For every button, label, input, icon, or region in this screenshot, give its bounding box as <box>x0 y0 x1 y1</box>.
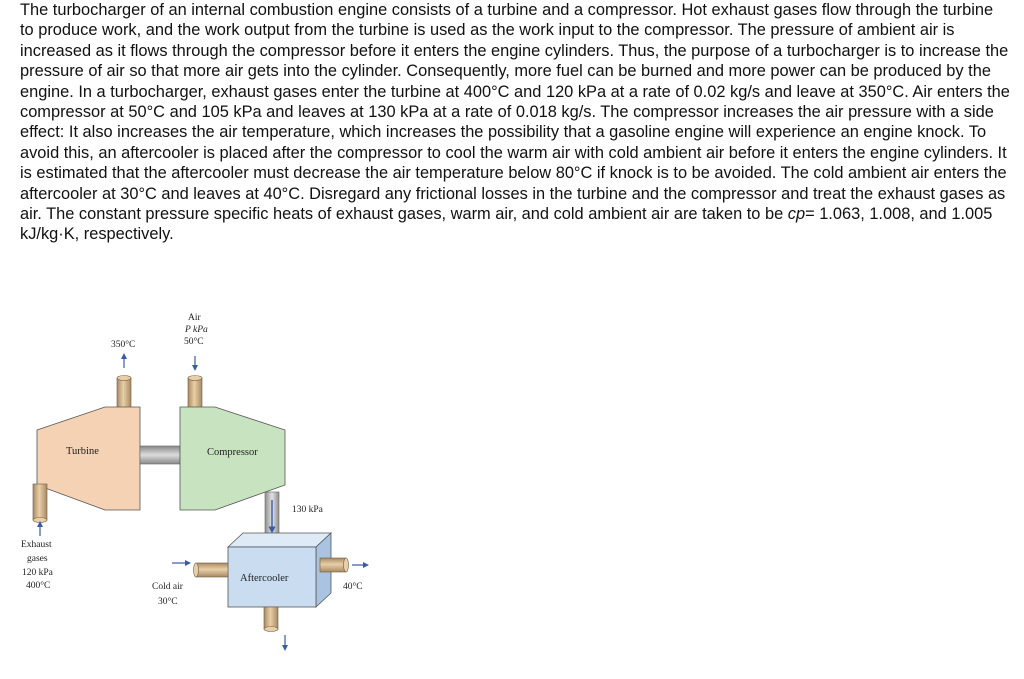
aftercooler-label: Aftercooler <box>240 573 289 584</box>
cold-air-label: Cold air <box>152 582 184 592</box>
air-inlet-temp: 50°C <box>184 336 204 347</box>
aftercooler-exit-pipe <box>263 606 279 632</box>
turbine-label: Turbine <box>66 446 99 457</box>
cold-air-temp: 30°C <box>158 596 178 607</box>
shaft <box>139 445 181 465</box>
problem-text: The turbocharger of an internal combusti… <box>20 1 1010 224</box>
problem-text-tail: = 1.063, 1.008, and 1.005 kJ/kg·K, respe… <box>20 205 993 244</box>
turbine-body <box>36 406 141 511</box>
turbocharger-diagram: Turbine Compressor Aftercooler 350°C Air… <box>21 313 369 651</box>
exhaust-pressure: 120 kPa <box>22 568 54 578</box>
cold-air-exit-pipe <box>319 557 349 573</box>
exhaust-inlet-pipe <box>32 483 48 523</box>
compressor-body <box>179 406 286 511</box>
turbine-exit-temp: 350°C <box>111 339 135 350</box>
aftercooler <box>226 532 333 608</box>
air-inlet-label: Air <box>188 313 202 323</box>
compressor-label: Compressor <box>207 447 258 458</box>
turbine-exit-pipe <box>116 375 132 409</box>
compressor-exit-pressure: 130 kPa <box>292 505 324 515</box>
air-inlet-pressure: P kPa <box>184 325 208 335</box>
cp-symbol: cp <box>787 205 806 224</box>
cold-air-inlet-pipe <box>193 562 229 578</box>
exhaust-temp: 400°C <box>26 580 50 591</box>
exhaust-label-gases: gases <box>27 554 48 564</box>
cold-air-exit-temp: 40°C <box>343 581 363 592</box>
compressor-inlet-pipe <box>187 375 203 409</box>
exhaust-label: Exhaust <box>21 540 52 550</box>
problem-statement: The turbocharger of an internal combusti… <box>20 0 1010 245</box>
